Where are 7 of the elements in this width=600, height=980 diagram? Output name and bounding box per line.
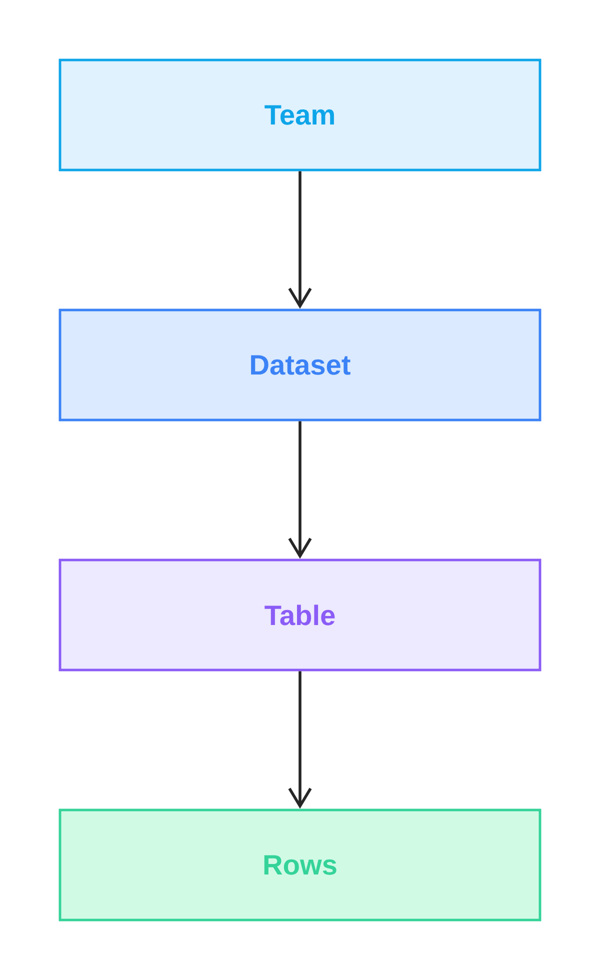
process-box: Rows <box>58 808 542 922</box>
arrow <box>288 171 312 309</box>
process-box: Dataset <box>58 308 542 422</box>
process-box: Team <box>58 58 542 172</box>
arrow <box>288 421 312 559</box>
arrow <box>288 671 312 809</box>
process-box: Table <box>58 558 542 672</box>
